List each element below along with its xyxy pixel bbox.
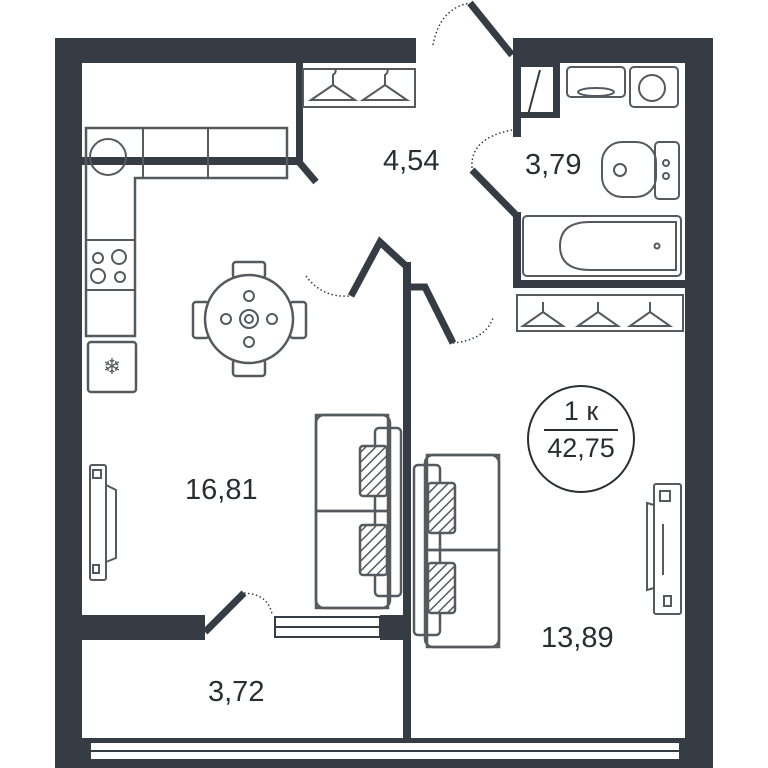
sofa-kitchen [314,413,403,610]
walls [55,0,713,768]
snowflake-icon: ❄ [103,354,121,379]
apartment-badge: 1 к 42,75 [527,385,635,493]
wardrobe-hall [302,68,416,108]
bathroom-fixtures [522,66,682,277]
room-area-bedroom: 13,89 [541,622,614,654]
badge-total-area: 42,75 [547,433,615,463]
wardrobe-bedroom [516,294,684,332]
tv-unit-bedroom [646,483,682,615]
kitchen-unit: ❄ [84,126,289,394]
sofa-bedroom [412,453,501,649]
room-area-loggia: 3,72 [208,676,265,708]
tv-unit-kitchen [89,464,117,581]
room-area-kitchen-living: 16,81 [185,474,258,506]
room-area-hall: 4,54 [383,145,440,177]
door-swings [243,2,513,615]
room-area-bathroom: 3,79 [525,149,582,181]
windows [89,616,681,761]
dining-table [191,260,308,378]
badge-rooms: 1 к [563,396,599,426]
badge-divider [544,429,618,431]
